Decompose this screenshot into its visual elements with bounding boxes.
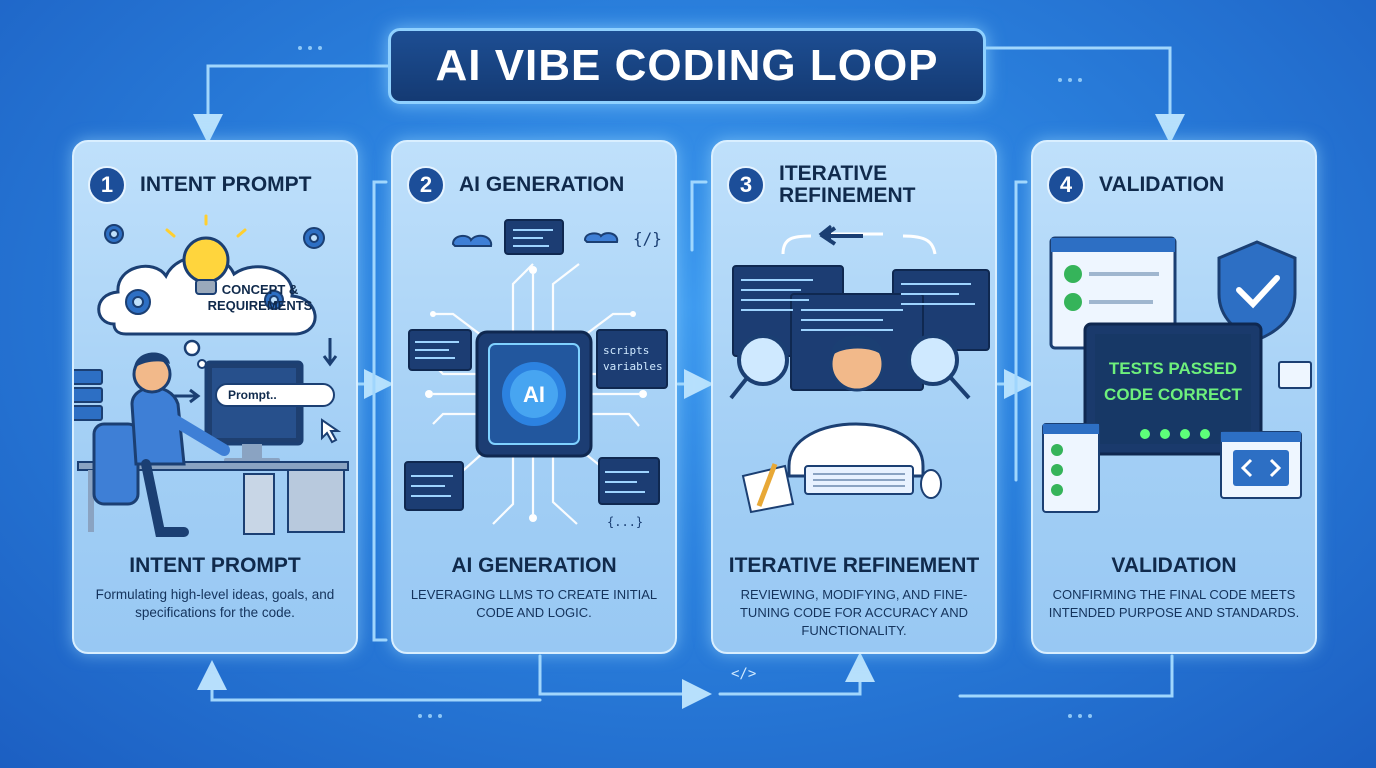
step-footer-title: AI GENERATION bbox=[451, 554, 617, 577]
checklist-window-icon bbox=[1042, 423, 1100, 513]
code-window-icon bbox=[404, 219, 668, 511]
step-header: 4 VALIDATION bbox=[1047, 162, 1307, 208]
cloud-label-line2: REQUIREMENTS bbox=[208, 298, 313, 313]
step-header: 1 INTENT PROMPT bbox=[88, 162, 348, 208]
step-description: Formulating high-level ideas, goals, and… bbox=[95, 587, 335, 620]
step-panel-ai-generation: 2 AI GENERATION AI bbox=[391, 140, 677, 654]
cloud-icon bbox=[451, 232, 619, 247]
step-description: Reviewing, modifying, and fine-tuning co… bbox=[739, 587, 968, 638]
arrow-down-icon bbox=[322, 338, 338, 367]
step-header-title: ITERATIVE REFINEMENT bbox=[779, 163, 916, 207]
magnifier-icon bbox=[729, 334, 971, 400]
loop-line-top-left bbox=[193, 64, 390, 144]
loop-line-bottom-far bbox=[958, 654, 1174, 698]
braces-icon: {...} bbox=[607, 515, 643, 529]
step-panel-iterative-refinement: 3 ITERATIVE REFINEMENT bbox=[711, 140, 997, 654]
ai-generation-illustration: AI scripts variables {/} {...} bbox=[404, 219, 668, 529]
step-header-line2: REFINEMENT bbox=[779, 184, 916, 207]
step-header-title: AI GENERATION bbox=[459, 173, 625, 196]
step-description: Confirming the final code meets intended… bbox=[1048, 587, 1300, 620]
loop-line-top-right bbox=[984, 46, 1185, 144]
cloud-label-line1: CONCEPT & bbox=[222, 282, 299, 297]
step-footer-title: ITERATIVE REFINEMENT bbox=[728, 554, 980, 577]
status-text-tests-passed: TESTS PASSED bbox=[1109, 359, 1237, 378]
step-number-badge: 4 bbox=[1047, 166, 1085, 204]
person-coding-icon bbox=[741, 335, 942, 514]
window-label-scripts: scripts bbox=[603, 344, 649, 357]
loop-line-bottom-left bbox=[197, 660, 542, 702]
status-monitor-icon bbox=[1083, 322, 1263, 456]
validation-illustration: TESTS PASSED CODE CORRECT bbox=[1042, 236, 1312, 513]
step-description: Leveraging LLMs to create initial code a… bbox=[410, 587, 658, 620]
step-header-title: INTENT PROMPT bbox=[140, 173, 312, 196]
thought-cloud-icon bbox=[97, 254, 317, 369]
step-number-badge: 2 bbox=[407, 166, 445, 204]
prompt-field-text: Prompt.. bbox=[228, 388, 277, 402]
step-footer-title: INTENT PROMPT bbox=[129, 554, 301, 577]
side-line-4 bbox=[1014, 180, 1028, 482]
cursor-icon bbox=[321, 418, 342, 444]
step-header-title: VALIDATION bbox=[1099, 173, 1225, 196]
step-header-line1: ITERATIVE bbox=[779, 162, 888, 185]
code-brackets-icon: {/} bbox=[633, 229, 662, 248]
arrow-left-icon bbox=[819, 226, 863, 246]
prompt-input-bubble: Prompt.. bbox=[215, 383, 335, 407]
code-window-icon bbox=[1220, 431, 1302, 499]
chip-ai-label: AI bbox=[523, 382, 545, 407]
ai-chip-icon: AI bbox=[475, 330, 593, 458]
step-number-badge: 1 bbox=[88, 166, 126, 204]
person-at-desk-icon bbox=[77, 352, 349, 537]
loop-line-bottom-right bbox=[718, 652, 875, 696]
step-header: 3 ITERATIVE REFINEMENT bbox=[727, 162, 987, 208]
cycle-arrows-icon bbox=[781, 224, 937, 255]
lightbulb-icon bbox=[165, 214, 247, 295]
loop-code-tag: </> bbox=[731, 666, 757, 682]
step-header: 2 AI GENERATION bbox=[407, 162, 667, 208]
shield-check-icon bbox=[1217, 240, 1297, 342]
step-footer-title: VALIDATION bbox=[1111, 554, 1237, 577]
intent-prompt-illustration: CONCEPT & REQUIREMENTS Prompt.. bbox=[74, 214, 349, 537]
main-title-banner: AI VIBE CODING LOOP bbox=[388, 28, 986, 104]
server-stack-icon bbox=[74, 369, 103, 421]
iterative-refinement-illustration bbox=[729, 224, 990, 514]
window-label-variables: variables bbox=[603, 360, 663, 373]
folder-icon bbox=[1278, 361, 1312, 389]
loop-line-bottom-mid bbox=[538, 654, 712, 709]
step-panel-intent-prompt: 1 INTENT PROMPT CONCEPT & REQUIREMENTS bbox=[72, 140, 358, 654]
step-number-badge: 3 bbox=[727, 166, 765, 204]
step-panel-validation: 4 VALIDATION TESTS PASSED CODE CORRECT bbox=[1031, 140, 1317, 654]
main-title: AI VIBE CODING LOOP bbox=[435, 41, 939, 90]
gear-icon bbox=[104, 224, 325, 315]
status-text-code-correct: CODE CORRECT bbox=[1104, 385, 1243, 404]
side-line-2 bbox=[372, 180, 388, 642]
side-line-3 bbox=[690, 180, 708, 252]
arrow-right-icon bbox=[174, 388, 201, 404]
